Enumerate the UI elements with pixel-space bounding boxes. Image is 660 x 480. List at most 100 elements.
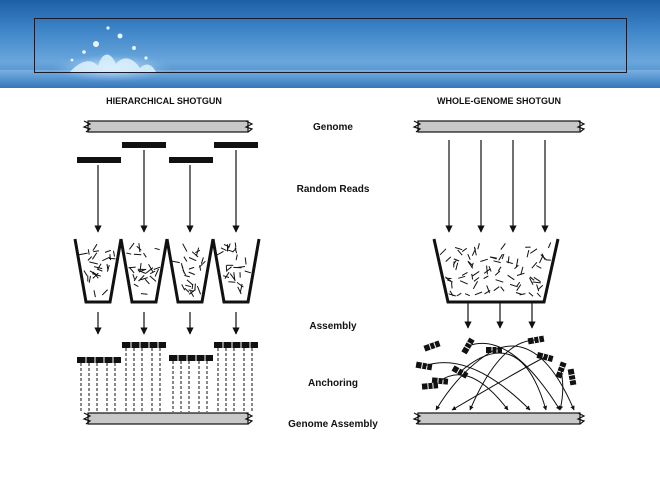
read-fragment (154, 268, 159, 277)
anchor-curve (451, 356, 546, 411)
read-fragment (137, 269, 147, 274)
read-fragment (233, 272, 236, 281)
scattered-contig (421, 382, 439, 390)
read-fragment (113, 250, 115, 257)
read-fragment (106, 264, 110, 272)
read-fragment (500, 243, 506, 250)
read-fragment (149, 275, 157, 282)
read-fragment (484, 289, 491, 295)
read-fragment (196, 285, 202, 295)
read-fragment (143, 252, 147, 258)
read-fragment (539, 254, 544, 264)
contig-tick (456, 368, 461, 374)
read-fragment (133, 283, 139, 288)
read-fragment (536, 292, 541, 298)
read-fragment (234, 242, 237, 248)
read-fragment (472, 281, 479, 290)
read-fragment (145, 267, 154, 274)
contig-tick (464, 345, 470, 350)
read-fragment (467, 261, 473, 266)
read-fragment (78, 252, 88, 256)
anchor-curve (558, 369, 564, 411)
read-fragment (471, 248, 477, 256)
read-fragment (97, 263, 102, 270)
read-fragment (220, 247, 227, 252)
read-fragment (129, 267, 135, 274)
left-genome-bar (82, 120, 254, 133)
contig-tick (537, 336, 540, 343)
read-bucket (73, 238, 123, 304)
read-fragment (477, 243, 480, 250)
read-fragment (520, 266, 524, 275)
read-fragment (223, 244, 230, 248)
contig-tick (433, 341, 437, 348)
assembled-contig (169, 355, 213, 361)
water-splash-graphic (0, 26, 660, 88)
read-fragment (541, 253, 546, 260)
read-fragment (516, 281, 521, 287)
read-fragment (195, 247, 200, 257)
read-fragment (190, 291, 195, 298)
read-fragment (184, 287, 190, 293)
left-assembled-contigs (77, 341, 258, 364)
read-fragment (495, 279, 504, 283)
read-fragment (456, 292, 462, 297)
read-fragment (454, 247, 463, 251)
read-fragment (236, 281, 244, 288)
read-fragment (452, 259, 457, 265)
read-fragment (132, 274, 136, 280)
header-banner (0, 0, 660, 88)
read-fragment (547, 242, 552, 249)
read-fragment (528, 292, 534, 297)
read-fragment (87, 249, 90, 255)
left-genome-assembly-bar (82, 412, 254, 425)
read-fragment (133, 253, 142, 256)
right-read-bucket (432, 238, 560, 304)
read-fragment (89, 261, 98, 265)
read-fragment (530, 248, 538, 254)
read-fragment (91, 252, 98, 260)
read-fragment (471, 262, 474, 268)
read-fragment (185, 284, 192, 288)
read-fragment (498, 253, 503, 261)
read-fragment (486, 285, 491, 294)
right-read-arrows (445, 140, 549, 233)
read-fragment (139, 263, 142, 272)
read-fragment (133, 275, 138, 282)
read-fragment (516, 284, 522, 291)
left-assembly-arrows (94, 312, 240, 335)
contig-tick (437, 377, 439, 384)
read-fragment (536, 284, 540, 292)
contig-body (423, 340, 441, 352)
read-fragment (226, 249, 234, 253)
read-fragment (515, 292, 522, 295)
read-fragment (126, 252, 132, 255)
contig-tick (421, 362, 424, 369)
stage-label-genome-assembly: Genome Assembly (288, 419, 378, 430)
read-fragment (180, 263, 184, 269)
read-fragment (507, 256, 510, 264)
contig-tick (569, 378, 576, 381)
read-fragment (464, 293, 470, 297)
read-fragment (516, 272, 525, 276)
read-fragment (529, 276, 535, 281)
stage-label-genome: Genome (313, 122, 353, 133)
read-fragment (458, 275, 466, 279)
read-fragment (474, 291, 483, 296)
read-fragment (491, 256, 497, 259)
read-fragment (93, 250, 100, 253)
read-fragment (153, 266, 161, 270)
anchor-curve (467, 342, 561, 411)
anchor-curve (469, 339, 537, 411)
read-fragment (480, 258, 488, 262)
read-fragment (92, 273, 101, 277)
anchor-curve (423, 362, 531, 411)
right-genome-bar (412, 120, 586, 133)
read-fragment (500, 286, 505, 292)
left-anchoring-lines (80, 348, 253, 412)
read-fragment (493, 286, 500, 292)
contig-tick (546, 354, 550, 361)
read-fragment (194, 283, 196, 291)
scattered-contig (567, 368, 577, 386)
read-fragment (472, 270, 480, 277)
